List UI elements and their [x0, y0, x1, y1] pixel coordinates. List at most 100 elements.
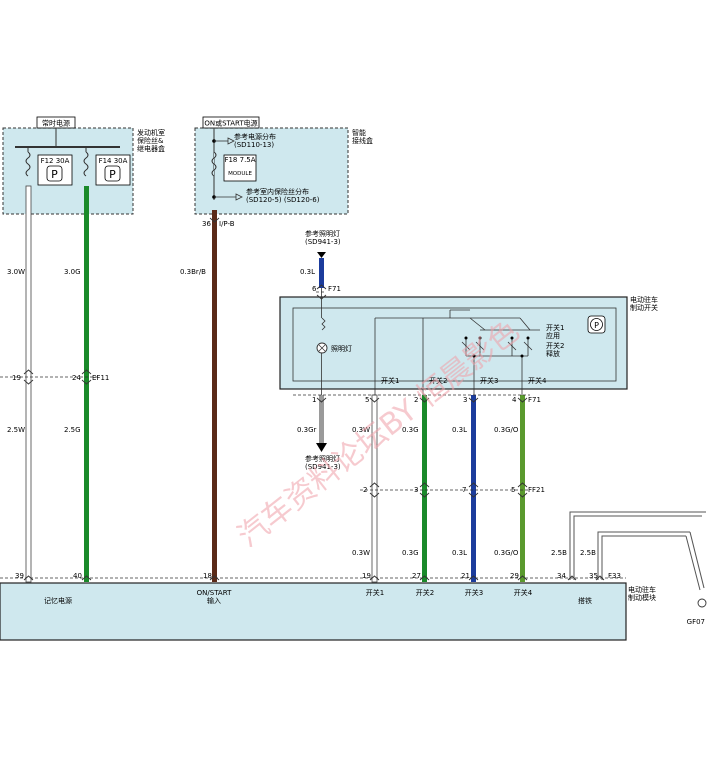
sw3-gauge-a: 0.3L	[452, 426, 467, 434]
parking-icon	[46, 165, 63, 182]
sw2-gauge-b: 0.3G	[402, 549, 419, 557]
lamp-out-ref: 参考照明灯	[305, 454, 340, 463]
sw1-pin-top: 5	[365, 396, 369, 404]
wire-sw4	[520, 395, 525, 582]
ref-power-dist-code: (SD110-13)	[234, 141, 274, 149]
epb-pin-sw1: 开关1	[381, 376, 399, 385]
sw1-label: 开关1	[546, 323, 564, 332]
w1-pin-bottom: 39	[15, 572, 24, 580]
epb-module-box	[0, 582, 627, 641]
parking-icon-glyph: P	[51, 168, 58, 181]
sw2-label: 开关2	[546, 341, 564, 350]
w2-pin-top: 24	[72, 374, 81, 382]
gnd2-pin: 35	[589, 572, 598, 580]
sw4-gauge-a: 0.3G/O	[494, 426, 519, 434]
gnd1-gauge: 2.5B	[551, 549, 567, 557]
sw3-pin-top: 3	[463, 396, 467, 404]
sw4-pin-top: 4	[512, 396, 517, 404]
w3-code: I/P-B	[219, 220, 235, 228]
epb-module-label1: 电动驻车	[628, 585, 656, 594]
fuse-f14-symbol	[83, 151, 89, 177]
sw1-pin-mid: 2	[363, 486, 367, 494]
sw4-gauge-b: 0.3G/O	[494, 549, 519, 557]
epb-pin-sw2: 开关2	[429, 376, 447, 385]
connector-ef11: EF11	[92, 374, 109, 382]
ref-power-dist: 参考电源分布	[234, 132, 276, 141]
w2-pin-bottom: 40	[73, 572, 82, 580]
wire-sw2	[422, 395, 427, 582]
smart-junction-box	[194, 127, 349, 215]
pin-on-start: ON/START	[197, 589, 232, 597]
smart-junction-header-box	[202, 116, 260, 129]
w3-pin-top: 36	[202, 220, 211, 228]
sw4-pin-mid: 5	[511, 486, 515, 494]
switch-network	[374, 309, 540, 395]
engine-fuse-header: 常时电源	[42, 119, 70, 128]
lamp-out-ref-code: (SD941-3)	[305, 463, 341, 471]
epb-module-label2: 制动模块	[628, 593, 656, 602]
sw2-pin-mid: 3	[414, 486, 418, 494]
pin-ground: 搭铁	[578, 596, 592, 605]
ground-icon	[697, 598, 707, 608]
epb-switch-label1: 电动驻车	[630, 295, 658, 304]
gnd2-gauge: 2.5B	[580, 549, 596, 557]
module-label: MODULE	[228, 171, 252, 177]
w2-gauge-top: 3.0G	[64, 268, 81, 276]
arrow-down-icon	[316, 443, 327, 452]
wire-sw3	[471, 395, 476, 582]
sw2-pin-bottom: 27	[412, 572, 421, 580]
w1-gauge-bottom: 2.5W	[7, 426, 25, 434]
ref-indoor-fuse-code: (SD120-5) (SD120-6)	[246, 196, 320, 204]
w3-gauge: 0.3Br/B	[180, 268, 206, 276]
lamp-feed-ref-code: (SD941-3)	[305, 238, 341, 246]
sw2-gauge-a: 0.3G	[402, 426, 419, 434]
sw3-pin-mid: 7	[462, 486, 466, 494]
pin-sw4: 开关4	[514, 588, 533, 597]
epb-pin-sw3: 开关3	[480, 376, 498, 385]
w2-gauge-bottom: 2.5G	[64, 426, 81, 434]
sw2-pin-top: 2	[414, 396, 418, 404]
connector-chevrons	[23, 217, 605, 581]
sw3-pin-bottom: 21	[461, 572, 470, 580]
wire-lamp-out	[319, 395, 324, 443]
sw1-apply: 应用	[546, 331, 560, 340]
connector-f33: F33	[608, 572, 621, 580]
connector-f71-top: F71	[328, 285, 341, 293]
w3-pin-bottom: 18	[203, 572, 212, 580]
epb-switch-label2: 制动开关	[630, 303, 658, 312]
pin-memory-power: 记忆电源	[44, 596, 72, 605]
w1-gauge-top: 3.0W	[7, 268, 25, 276]
fuse-f18-symbol	[211, 151, 217, 177]
epb-pin-sw4: 开关4	[528, 376, 547, 385]
parking-icon-glyph: P	[594, 321, 599, 330]
smart-junction-header: ON或START电源	[204, 119, 257, 128]
fuse-f12-symbol	[25, 151, 31, 177]
lamp-out-gauge: 0.3Gr	[297, 426, 317, 434]
sw1-gauge-a: 0.3W	[352, 426, 370, 434]
lamp-label: 照明灯	[331, 344, 352, 353]
ref-indoor-fuse: 参考室内保险丝分布	[246, 187, 309, 196]
pin-input: 输入	[207, 596, 221, 605]
lamp-feed-ref: 参考照明灯	[305, 229, 340, 238]
w1-pin-top: 19	[12, 374, 21, 382]
pin-sw1: 开关1	[366, 588, 384, 597]
engine-fuse-label3: 继电器盒	[137, 144, 165, 153]
lamp-out-pin: 1	[312, 396, 316, 404]
wire-lamp-feed	[319, 258, 324, 288]
pin-sw3: 开关3	[465, 588, 483, 597]
fuse-f14-label: F14 30A	[99, 157, 128, 165]
fuse-f12-label: F12 30A	[41, 157, 70, 165]
resistor-symbol	[321, 317, 326, 331]
parking-icon	[104, 165, 121, 182]
fuse-f18-box	[223, 154, 257, 182]
ground-point-label: GF07	[687, 618, 705, 626]
epb-switch-box	[279, 296, 628, 390]
engine-fuse-label2: 保险丝&	[137, 136, 164, 145]
sw1-pin-bottom: 19	[362, 572, 371, 580]
smart-junction-label1: 智能	[352, 128, 366, 137]
sw3-gauge-b: 0.3L	[452, 549, 467, 557]
connector-ff21: FF21	[528, 486, 545, 494]
sw2-release: 释放	[546, 349, 560, 358]
parking-icon-glyph: P	[109, 168, 116, 181]
